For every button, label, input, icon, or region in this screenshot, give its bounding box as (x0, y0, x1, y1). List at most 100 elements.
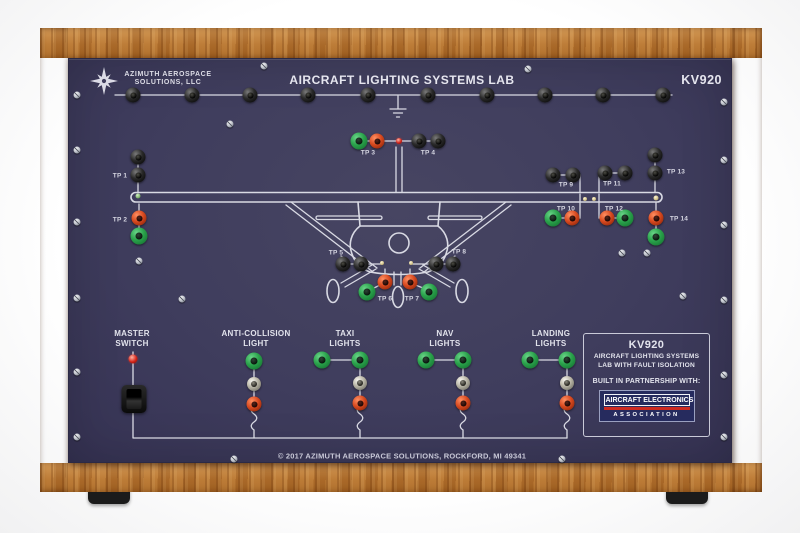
jack-hole (602, 170, 608, 176)
anti-collision-jack-green[interactable] (245, 352, 263, 370)
fault-insertion-jack-7[interactable] (479, 87, 495, 103)
landing-jack-green-left[interactable] (521, 351, 539, 369)
tp8-jack-b[interactable] (445, 256, 461, 272)
tp2-jack-green[interactable] (130, 227, 148, 245)
jack-hole (563, 356, 571, 364)
tp8-jack-a[interactable] (428, 256, 444, 272)
fault-insertion-jack-1[interactable] (125, 87, 141, 103)
tp6-jack-red[interactable] (377, 274, 393, 290)
fault-insertion-jack-6[interactable] (420, 87, 436, 103)
anti-collision-switch[interactable] (247, 377, 261, 391)
master-switch-rocker[interactable] (121, 385, 147, 413)
taxi-jack-green-left[interactable] (313, 351, 331, 369)
tp3-jack-green[interactable] (350, 132, 368, 150)
jack-hole (247, 92, 253, 98)
aea-red-bar (603, 407, 690, 410)
nav-jack-green-left[interactable] (417, 351, 435, 369)
tp3-jack-red[interactable] (369, 133, 385, 149)
panel-screw-17 (226, 120, 234, 128)
tp-label-13: TP 13 (666, 168, 686, 176)
tp4-jack-b[interactable] (430, 133, 446, 149)
tp14-jack-green[interactable] (647, 228, 665, 246)
panel-screw-10 (720, 296, 728, 304)
jack-hole (357, 400, 363, 406)
taxi-lights-switch[interactable] (353, 376, 367, 390)
taxi-jack-red[interactable] (352, 395, 368, 411)
fault-insertion-jack-2[interactable] (184, 87, 200, 103)
nav-jack-green-right[interactable] (454, 351, 472, 369)
fault-insertion-jack-10[interactable] (655, 87, 671, 103)
panel-screw-9 (720, 221, 728, 229)
fault-insertion-jack-4[interactable] (300, 87, 316, 103)
jack-hole (416, 138, 422, 144)
model-number: KV920 (681, 73, 722, 87)
tp-label-11: TP 11 (603, 180, 621, 188)
tp11-jack-a[interactable] (597, 165, 613, 181)
cowl-led-right (409, 261, 413, 265)
fault-insertion-jack-5[interactable] (360, 87, 376, 103)
anti-collision-jack-red[interactable] (246, 396, 262, 412)
tp7-jack-green[interactable] (420, 283, 438, 301)
tp5-jack-a[interactable] (335, 256, 351, 272)
jack-hole (355, 137, 363, 145)
master-power-led (128, 354, 138, 364)
tp6-jack-green[interactable] (358, 283, 376, 301)
jack-hole (450, 261, 456, 267)
tp1-jack-b[interactable] (130, 167, 146, 183)
nav-jack-red[interactable] (455, 395, 471, 411)
tp12-jack-red[interactable] (599, 210, 615, 226)
left-wingtip-nav-led (135, 193, 141, 199)
jack-hole (130, 92, 136, 98)
jack-hole (652, 170, 658, 176)
tp2-jack-red[interactable] (131, 210, 147, 226)
jack-hole (318, 356, 326, 364)
fault-insertion-jack-8[interactable] (537, 87, 553, 103)
right-wing-led-1 (583, 197, 587, 201)
tp1-jack-a[interactable] (130, 149, 146, 165)
jack-hole (407, 279, 413, 285)
landing-jack-green-right[interactable] (558, 351, 576, 369)
panel-screw-8 (720, 156, 728, 164)
jack-hole (526, 356, 534, 364)
tp9-jack-a[interactable] (545, 167, 561, 183)
panel-screw-6 (73, 433, 81, 441)
panel-screw-14 (524, 65, 532, 73)
jack-hole (435, 138, 441, 144)
landing-lights-switch[interactable] (560, 376, 574, 390)
taxi-jack-green-right[interactable] (351, 351, 369, 369)
tp11-jack-b[interactable] (617, 165, 633, 181)
tp13-jack-a[interactable] (647, 147, 663, 163)
tp-label-2: TP 2 (112, 216, 128, 224)
jack-hole (569, 215, 575, 221)
aea-name: AIRCRAFT ELECTRONICS (603, 394, 693, 406)
jack-hole (604, 215, 610, 221)
aea-logo: AIRCRAFT ELECTRONICS ASSOCIATION (598, 390, 695, 422)
tp4-jack-a[interactable] (411, 133, 427, 149)
jack-hole (484, 92, 490, 98)
tp9-jack-b[interactable] (565, 167, 581, 183)
jack-hole (549, 214, 557, 222)
jack-hole (621, 214, 629, 222)
tp5-jack-b[interactable] (353, 256, 369, 272)
panel-screw-15 (230, 455, 238, 463)
tp-label-12: TP 12 (604, 205, 624, 213)
tp13-jack-b[interactable] (647, 165, 663, 181)
landing-jack-red[interactable] (559, 395, 575, 411)
brand-line2: SOLUTIONS, LLC (134, 79, 202, 86)
tp10-jack-red[interactable] (564, 210, 580, 226)
jack-hole (600, 92, 606, 98)
wood-frame-left (40, 28, 68, 492)
jack-hole (550, 172, 556, 178)
tp7-jack-red[interactable] (402, 274, 418, 290)
fault-insertion-jack-9[interactable] (595, 87, 611, 103)
panel-screw-18 (135, 257, 143, 265)
right-wing-led-2 (592, 197, 596, 201)
tp14-jack-red[interactable] (648, 210, 664, 226)
nav-lights-switch[interactable] (456, 376, 470, 390)
panel-screw-1 (73, 91, 81, 99)
fault-insertion-jack-3[interactable] (242, 87, 258, 103)
jack-hole (135, 154, 141, 160)
jack-hole (622, 170, 628, 176)
